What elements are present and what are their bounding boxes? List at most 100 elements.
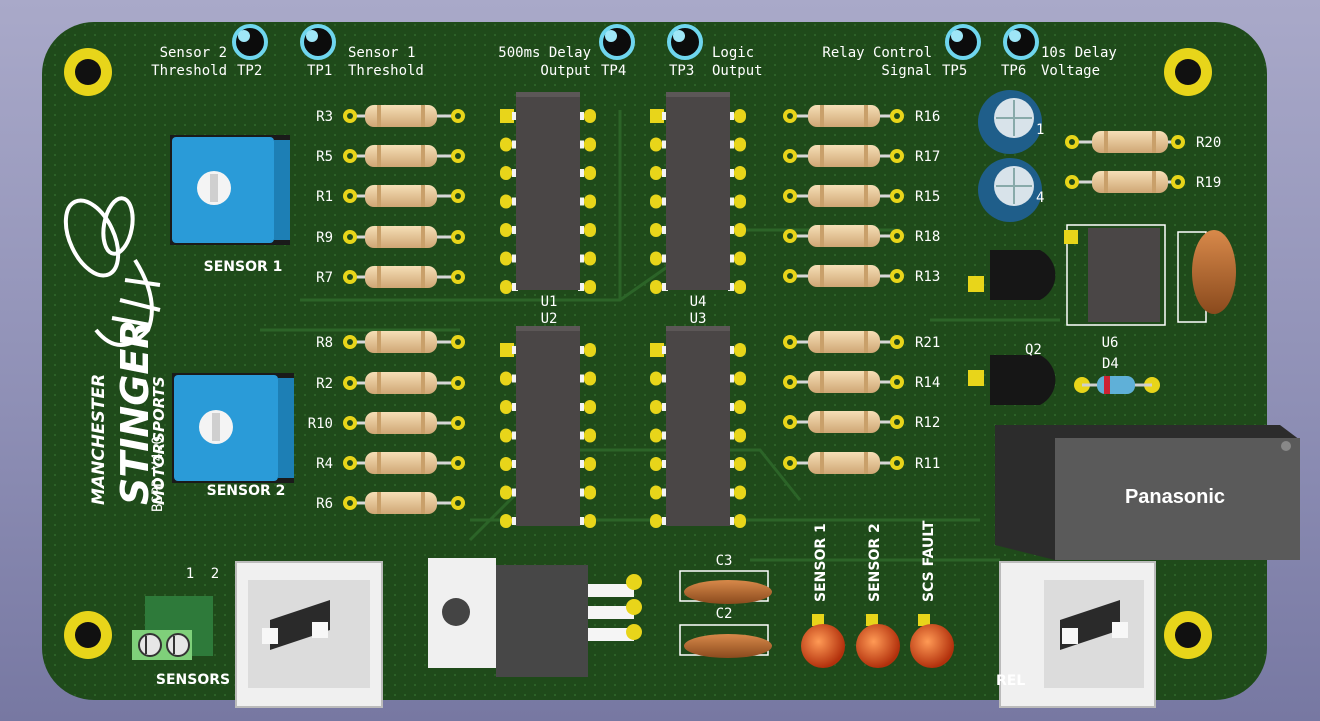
resistor-label: R16 (915, 109, 940, 125)
cap-c3-label: C3 (716, 553, 733, 569)
resistor-r2: R2 (316, 372, 465, 394)
resistor-r17: R17 (783, 145, 940, 167)
resistor-r21: R21 (783, 331, 940, 353)
transistor-q2-label: Q2 (1025, 342, 1042, 358)
wasp-icon (63, 196, 161, 347)
led-scs-fault: SCS FAULT (910, 520, 954, 668)
resistor-r6: R6 (316, 492, 465, 514)
resistor-label: R10 (308, 416, 333, 432)
mounting-hole (64, 611, 112, 659)
tp4-label-line1: 500ms Delay (498, 45, 591, 61)
resistor-r9: R9 (316, 226, 465, 248)
ceramic-cap-c3: C3 (679, 553, 772, 604)
test-point-tp5: Relay Control Signal TP5 (822, 24, 981, 79)
resistor-r1: R1 (316, 185, 465, 207)
tp1-label-line2: Threshold (348, 63, 424, 79)
dip-ics (500, 92, 746, 528)
resistor-label: R1 (316, 189, 333, 205)
resistor-r11: R11 (783, 452, 940, 474)
diode-d4: D4 (1074, 356, 1160, 394)
connector-sensors-jst[interactable] (235, 561, 383, 708)
resistor-label: R3 (316, 109, 333, 125)
transistor-q2: Q2 (968, 342, 1056, 405)
connector-relay-jst[interactable]: REL (996, 561, 1156, 708)
terminal-pin1-label: 1 (186, 566, 194, 582)
led-scs-fault-label: SCS FAULT (921, 520, 937, 602)
resistor-label: R11 (915, 456, 940, 472)
led-sensor2: SENSOR 2 (856, 523, 900, 668)
tp2-label-line1: Sensor 2 (160, 45, 227, 61)
tp1-ref: TP1 (307, 63, 332, 79)
resistor-label: R8 (316, 335, 333, 351)
cap-c2-label: C2 (716, 606, 733, 622)
connector-relay-label: REL (996, 673, 1025, 689)
stinger-logo: MANCHESTER STINGER MOTORSPORTS BSPD V4.0 (63, 196, 168, 512)
cap-c1-label: 1 (1036, 122, 1044, 138)
ic-u2 (500, 326, 596, 528)
relay: Panasonic (995, 425, 1300, 560)
tp5-label-line1: Relay Control (822, 45, 932, 61)
resistor-label: R15 (915, 189, 940, 205)
mounting-hole (1164, 611, 1212, 659)
cap-c4-label: 4 (1036, 190, 1044, 206)
tp3-label-line1: Logic (712, 45, 754, 61)
test-points: Sensor 2 Threshold TP2 Sensor 1 Threshol… (151, 24, 1117, 79)
potentiometer-sensor1-label: SENSOR 1 (204, 259, 283, 275)
tp6-label-line2: Voltage (1041, 63, 1100, 79)
resistor-r8: R8 (316, 331, 465, 353)
electrolytic-cap-c1: 1 (978, 90, 1044, 154)
resistor-r5: R5 (316, 145, 465, 167)
tp4-label-line2: Output (540, 63, 591, 79)
resistor-label: R9 (316, 230, 333, 246)
ic-u6-label: U6 (1102, 335, 1119, 351)
potentiometer-sensor1[interactable]: SENSOR 1 (170, 135, 290, 275)
logo-line3: MOTORSPORTS (150, 376, 168, 505)
tp3-label-line2: Output (712, 63, 763, 79)
tp4-ref: TP4 (601, 63, 626, 79)
terminal-block-sensors[interactable]: 1 2 SENSORS (132, 566, 230, 688)
test-point-tp4: 500ms Delay Output TP4 (498, 24, 635, 79)
diode-d4-label: D4 (1102, 356, 1119, 372)
voltage-regulator (428, 558, 642, 677)
ic-u3-label: U3 (690, 311, 707, 327)
resistor-label: R21 (915, 335, 940, 351)
tp5-label-line2: Signal (881, 63, 932, 79)
resistor-r3: R3 (316, 105, 465, 127)
ic-u1-label: U1 (541, 294, 558, 310)
potentiometer-sensor2[interactable]: SENSOR 2 (172, 373, 294, 499)
ic-u6: U6 (1064, 224, 1166, 351)
terminal-pin2-label: 2 (211, 566, 219, 582)
test-point-tp3: Logic Output TP3 (667, 24, 763, 79)
tp5-ref: TP5 (942, 63, 967, 79)
resistor-r4: R4 (316, 452, 465, 474)
resistor-r10: R10 (308, 412, 465, 434)
resistor-label: R4 (316, 456, 333, 472)
resistor-label: R7 (316, 270, 333, 286)
resistor-label: R18 (915, 229, 940, 245)
resistor-r18: R18 (783, 225, 940, 247)
mounting-holes (64, 48, 1212, 659)
ic-u3 (650, 326, 746, 528)
relay-brand-label: Panasonic (1125, 486, 1225, 508)
resistor-label: R19 (1196, 175, 1221, 191)
tp2-ref: TP2 (237, 63, 262, 79)
terminal-sensors-label: SENSORS (156, 672, 230, 688)
resistor-label: R2 (316, 376, 333, 392)
tp6-ref: TP6 (1001, 63, 1026, 79)
resistor-label: R6 (316, 496, 333, 512)
resistor-r13: R13 (783, 265, 940, 287)
resistor-r7: R7 (316, 266, 465, 288)
tp3-ref: TP3 (669, 63, 694, 79)
mounting-hole (64, 48, 112, 96)
resistor-r16: R16 (783, 105, 940, 127)
disc-capacitor (1177, 230, 1236, 323)
tp6-label-line1: 10s Delay (1041, 45, 1117, 61)
resistor-label: R13 (915, 269, 940, 285)
transistor-q1 (968, 250, 1056, 300)
test-point-tp6: 10s Delay Voltage TP6 (1001, 24, 1117, 79)
logo-line2: STINGER (113, 319, 157, 505)
ic-u2-label: U2 (541, 311, 558, 327)
